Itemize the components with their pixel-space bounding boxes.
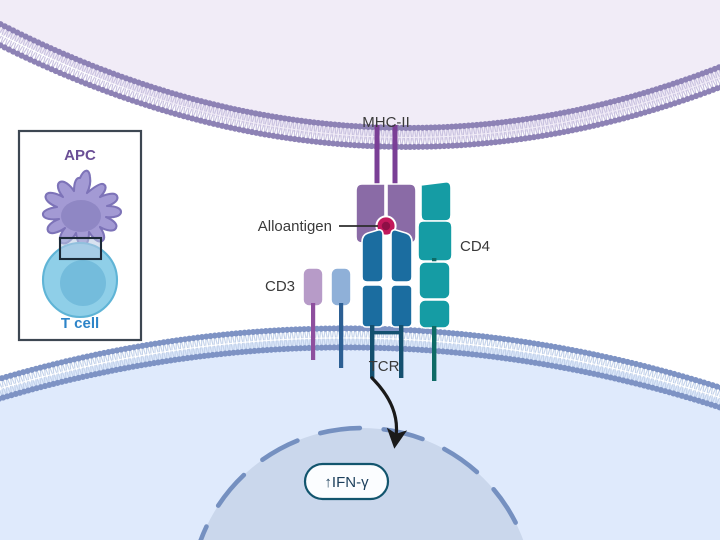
tcr-alpha-upper [361, 229, 384, 283]
cd3-complex [302, 267, 352, 368]
inset-panel: APC T cell [17, 129, 143, 342]
apc-cytoplasm [0, 0, 720, 141]
tcr-stem-connector [374, 331, 399, 335]
label-cd3: CD3 [265, 278, 295, 295]
tcr-alpha-stem [370, 325, 375, 378]
cd4-domain-2 [417, 220, 453, 262]
apc-cell [0, 0, 720, 141]
tcr-beta-stem [399, 325, 404, 378]
inset-tcell [41, 241, 119, 319]
cd4-domain-3 [418, 261, 451, 300]
cd4-domain-4 [418, 299, 451, 329]
tcell-membrane [0, 325, 720, 411]
apc-membrane [0, 21, 720, 150]
inset-tcell-label: T cell [61, 315, 99, 332]
cd3-gamma-blue [330, 267, 352, 307]
ifn-gamma-badge: ↑IFN-γ [303, 462, 390, 501]
inset-apc-nucleus [61, 200, 101, 232]
ifn-gamma-label: ↑IFN-γ [324, 474, 369, 491]
inset-tcell-nucleus [60, 260, 106, 306]
inset-apc-label: APC [64, 147, 96, 164]
label-tcr: TCR [369, 358, 400, 375]
cd3-epsilon-mauve [302, 267, 324, 307]
cd4-domain-1 [420, 181, 452, 222]
tcr-beta-upper [390, 229, 413, 283]
cd4-coreceptor [417, 181, 453, 381]
tcr-beta-lower [390, 284, 413, 328]
label-alloantigen: Alloantigen [258, 218, 332, 235]
signaling-arrow [370, 376, 408, 449]
inset-zoom-region [58, 236, 103, 261]
label-cd4: CD4 [460, 238, 490, 255]
label-group: MHC-II Alloantigen CD4 CD3 TCR [258, 114, 490, 375]
label-mhc-ii: MHC-II [362, 114, 410, 131]
cd4-stem [432, 326, 437, 381]
mhc-ii-transmembrane-stems [374, 125, 398, 185]
cd3-mauve-stem [311, 303, 316, 360]
tcr-alpha-lower [361, 284, 384, 328]
cd3-blue-stem [339, 303, 344, 368]
tcr-molecule [361, 229, 413, 378]
